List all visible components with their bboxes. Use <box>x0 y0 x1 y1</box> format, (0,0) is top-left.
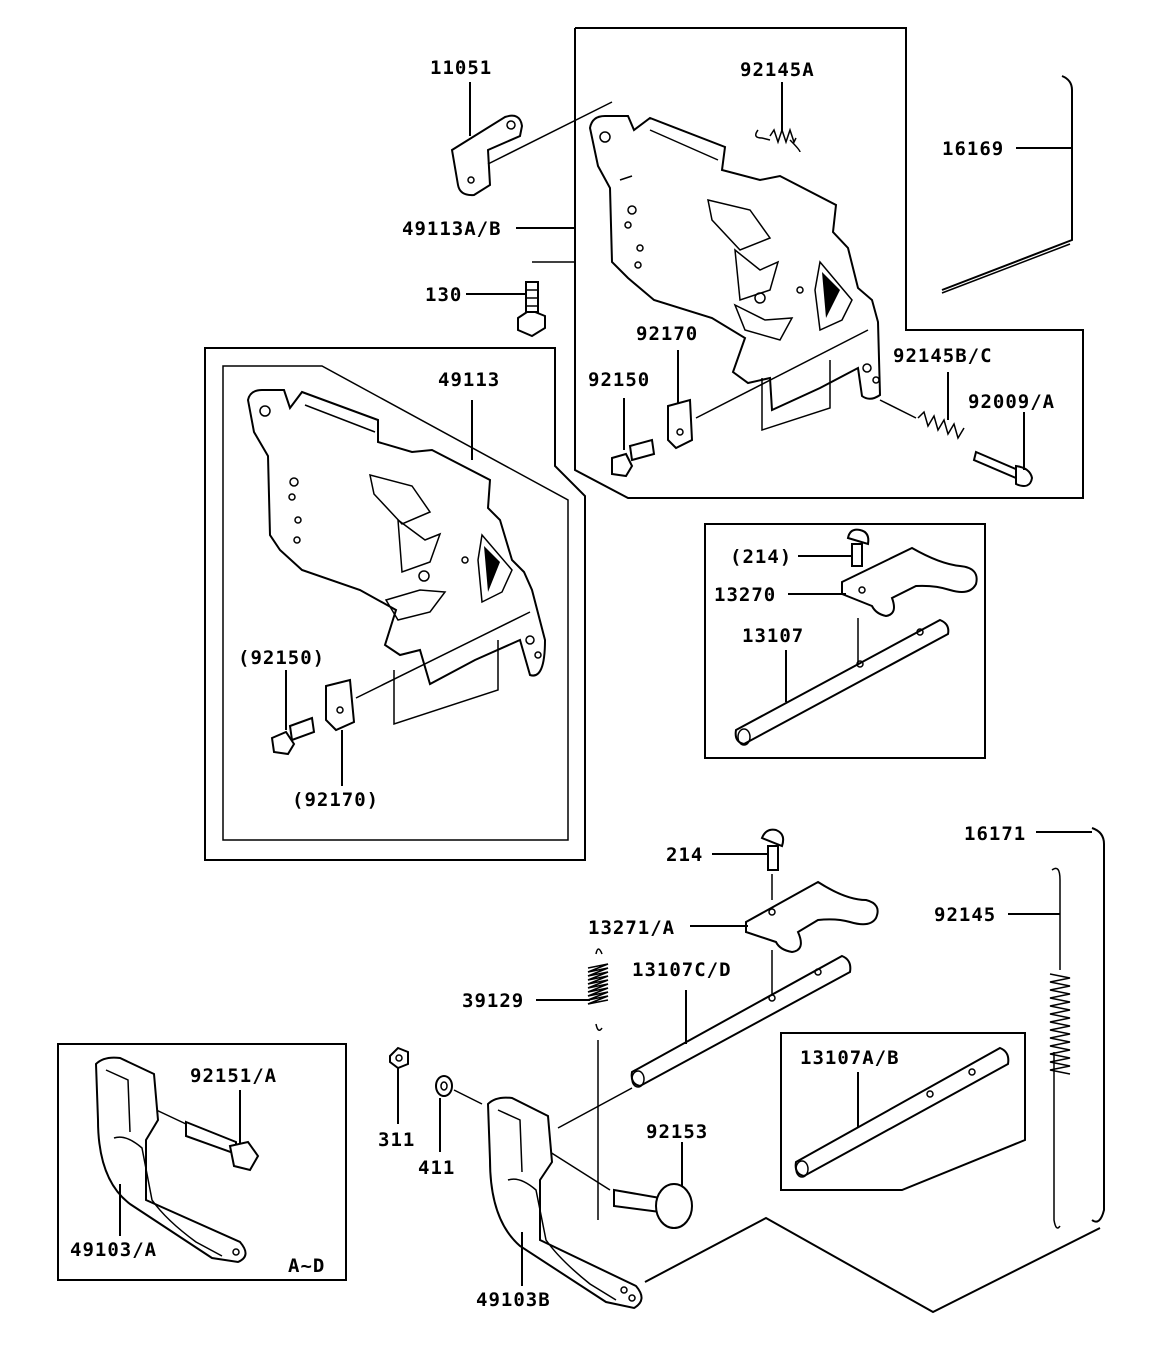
clip-92170-top <box>667 329 869 450</box>
rod-16171 <box>1036 827 1105 1223</box>
label-13270: 13270 <box>714 584 776 606</box>
control-plate-49113AB <box>516 115 882 412</box>
label-92145: 92145 <box>934 904 996 926</box>
label-92170-paren: (92170) <box>292 789 379 811</box>
label-92150: 92150 <box>588 369 650 391</box>
label-411: 411 <box>418 1157 455 1179</box>
label-92145A: 92145A <box>740 59 815 81</box>
frame-bottom-connector <box>644 1216 1101 1314</box>
screw-214 <box>712 828 785 900</box>
label-16169: 16169 <box>942 138 1004 160</box>
bolt-92151A <box>151 1090 260 1172</box>
clip-92170-middle <box>325 611 531 786</box>
pin-92153 <box>549 1142 693 1229</box>
nut-311 <box>389 1046 409 1124</box>
frame-49113-outer <box>204 347 586 861</box>
lever-49103A <box>94 1056 247 1264</box>
shaft-13107 <box>734 618 950 746</box>
spring-92145 <box>1008 867 1071 1229</box>
washer-411 <box>435 1075 483 1152</box>
bolt-92150-top <box>611 398 656 478</box>
spring-92145BC <box>879 372 965 440</box>
label-16171: 16171 <box>964 823 1026 845</box>
label-311: 311 <box>378 1129 415 1151</box>
bolt-92150-middle <box>270 670 316 756</box>
label-130: 130 <box>425 284 462 306</box>
frame-top-right <box>574 27 1084 499</box>
frame-13107 <box>704 523 986 759</box>
frame-49103A <box>57 1043 347 1281</box>
shaft-13107AB <box>794 1046 1010 1178</box>
control-plate-49113 <box>246 389 547 686</box>
bracket-13270 <box>788 546 978 618</box>
label-39129: 39129 <box>462 990 524 1012</box>
label-49113: 49113 <box>438 369 500 391</box>
bolt-130 <box>466 260 576 338</box>
label-92145BC: 92145B/C <box>893 345 993 367</box>
label-92153: 92153 <box>646 1121 708 1143</box>
shaft-13107CD <box>630 954 852 1088</box>
label-214-paren: (214) <box>730 546 792 568</box>
label-214: 214 <box>666 844 703 866</box>
label-A-D: A~D <box>288 1255 325 1277</box>
label-49113AB: 49113A/B <box>402 218 502 240</box>
lever-49103B <box>486 1087 643 1310</box>
label-49103A: 49103/A <box>70 1239 157 1261</box>
label-13271A: 13271/A <box>588 917 675 939</box>
label-49103B: 49103B <box>476 1289 551 1311</box>
label-92150-paren: (92150) <box>238 647 325 669</box>
spring-92145A <box>755 82 801 153</box>
label-92009A: 92009/A <box>968 391 1055 413</box>
label-11051: 11051 <box>430 57 492 79</box>
spring-39129 <box>536 948 609 1220</box>
bracket-11051 <box>450 82 613 197</box>
screw-214-paren <box>798 528 870 567</box>
label-13107: 13107 <box>742 625 804 647</box>
frame-13107AB <box>780 1032 1026 1191</box>
bracket-13271A <box>690 880 879 1000</box>
label-13107AB: 13107A/B <box>800 1047 900 1069</box>
rod-16169 <box>941 75 1073 294</box>
frame-49113-inner <box>222 365 569 841</box>
screw-92009A <box>972 412 1034 487</box>
label-92151A: 92151/A <box>190 1065 277 1087</box>
label-92170: 92170 <box>636 323 698 345</box>
label-13107CD: 13107C/D <box>632 959 732 981</box>
